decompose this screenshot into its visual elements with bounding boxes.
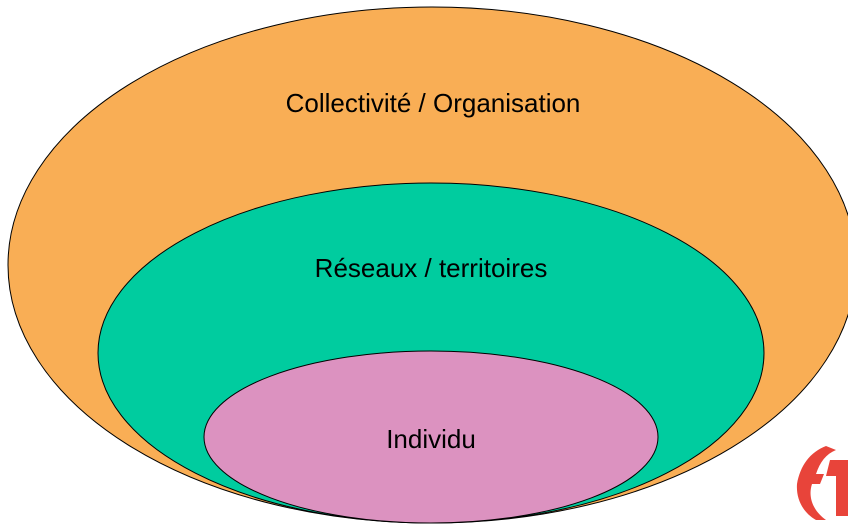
ellipse-individu <box>203 350 659 524</box>
label-individu: Individu <box>386 424 476 454</box>
label-collectivite: Collectivité / Organisation <box>286 88 581 118</box>
label-reseaux: Réseaux / territoires <box>315 253 548 283</box>
brand-logo-icon <box>796 446 848 520</box>
